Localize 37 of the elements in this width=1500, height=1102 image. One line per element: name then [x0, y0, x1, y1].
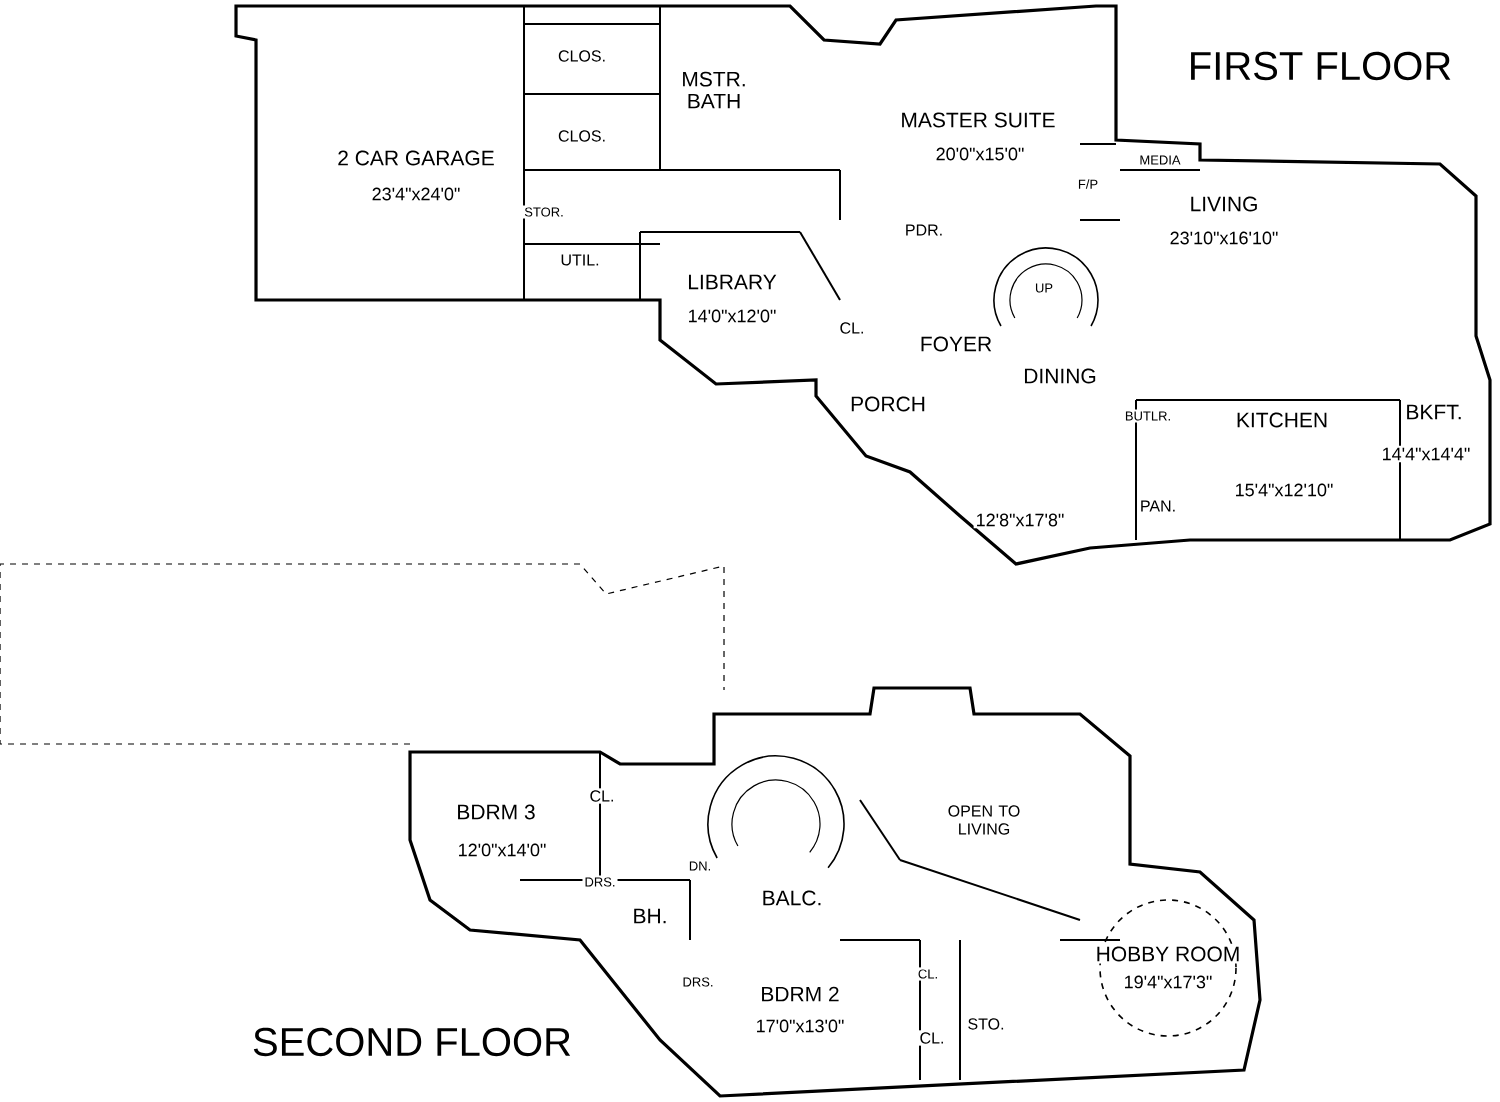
room-label: MASTER SUITE: [898, 110, 1058, 130]
room-label: STO.: [965, 1016, 1007, 1032]
room-label: 2 CAR GARAGE: [335, 148, 497, 168]
room-label: LIVING: [1187, 194, 1261, 214]
room-label: KITCHEN: [1233, 410, 1331, 430]
room-label: PAN.: [1137, 498, 1179, 514]
dimension-label: 17'0"x13'0": [753, 1017, 847, 1035]
room-label: BH.: [630, 906, 670, 926]
room-label: CLOS.: [556, 48, 608, 64]
room-label: PORCH: [848, 394, 928, 414]
room-label: UTIL.: [558, 252, 602, 268]
room-label: PDR.: [902, 222, 946, 238]
room-label: MSTR. BATH: [672, 69, 756, 111]
dimension-label: 14'0"x12'0": [685, 307, 779, 325]
dimension-label: 12'0"x14'0": [455, 841, 549, 859]
room-label: DINING: [1021, 366, 1099, 386]
dimension-label: 12'8"x17'8": [973, 511, 1067, 529]
room-label: HOBBY ROOM: [1093, 944, 1243, 964]
dimension-label: 20'0"x15'0": [933, 145, 1027, 163]
dimension-label: 23'10"x16'10": [1167, 229, 1281, 247]
room-label: CL.: [837, 320, 867, 336]
room-label: BDRM 3: [454, 802, 538, 822]
room-label: FOYER: [917, 334, 995, 354]
room-label: BKFT.: [1403, 402, 1465, 422]
room-label: LIBRARY: [685, 272, 779, 292]
dimension-label: 19'4"x17'3": [1121, 973, 1215, 991]
room-label: BALC.: [759, 888, 825, 908]
room-label: CLOS.: [556, 128, 608, 144]
dimension-label: 15'4"x12'10": [1232, 481, 1336, 499]
dimension-label: 14'4"x14'4": [1379, 445, 1473, 463]
floor-title: SECOND FLOOR: [250, 1025, 575, 1059]
room-label: CL.: [917, 1030, 947, 1046]
room-label: OPEN TO LIVING: [942, 803, 1026, 837]
room-label: CL.: [587, 788, 617, 804]
room-label: BDRM 2: [758, 984, 842, 1004]
dimension-label: 23'4"x24'0": [369, 185, 463, 203]
floor-title: FIRST FLOOR: [1185, 49, 1455, 83]
